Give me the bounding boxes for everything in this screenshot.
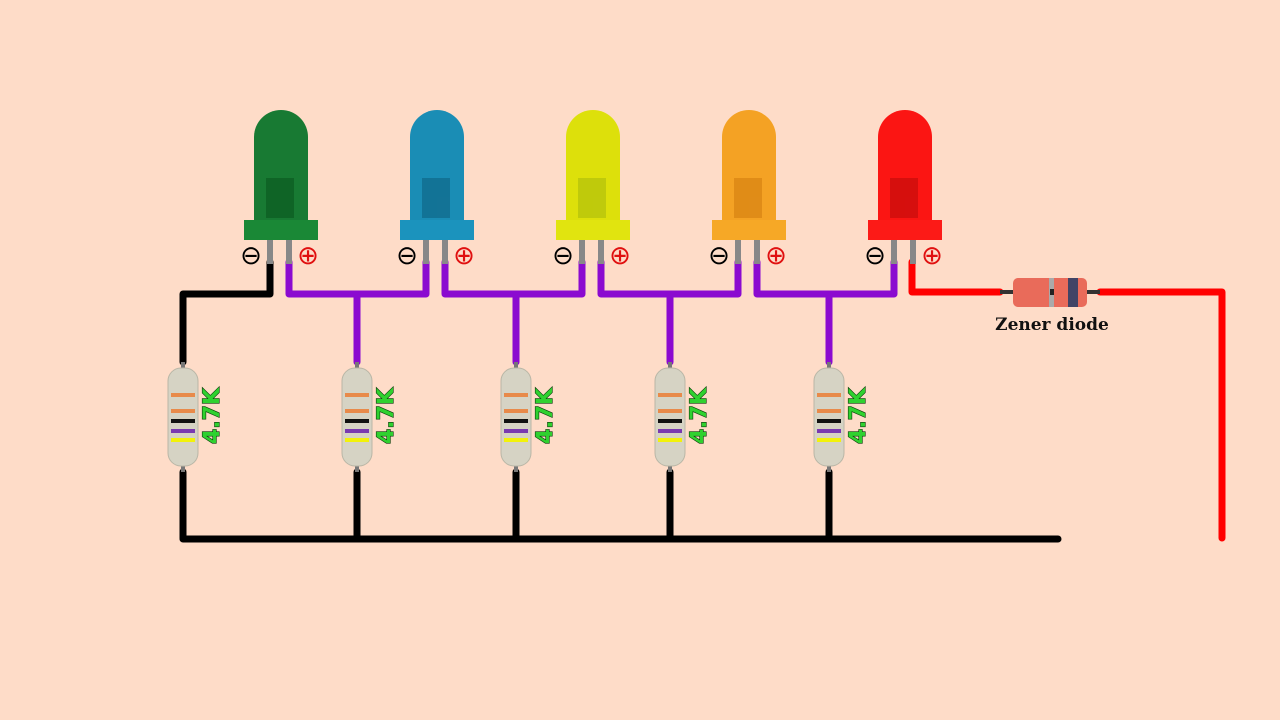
positive-terminal-icon: ⊕ — [453, 241, 475, 271]
color-band — [817, 393, 841, 397]
color-band — [658, 419, 682, 423]
zener-diode-label: Zener diode — [995, 315, 1109, 335]
color-band — [345, 393, 369, 397]
resistor-4: 4.7K — [654, 362, 713, 472]
zener-diode: Zener diode — [995, 278, 1109, 335]
red-wire-right — [1096, 288, 1226, 542]
color-band — [504, 438, 528, 442]
led-flange — [556, 220, 630, 240]
color-band — [171, 438, 195, 442]
led-anode-leg — [598, 238, 604, 264]
negative-terminal-icon: ⊖ — [708, 241, 730, 271]
ground-wire-led1 — [179, 258, 274, 366]
red-wire-left — [908, 258, 1004, 296]
positive-terminal-icon: ⊕ — [297, 241, 319, 271]
resistor-value-label: 4.7K — [374, 387, 399, 444]
led-cathode-leg — [579, 238, 585, 264]
color-band — [504, 393, 528, 397]
color-band — [658, 393, 682, 397]
led-cathode-leg — [423, 238, 429, 264]
led-cathode-leg — [891, 238, 897, 264]
positive-terminal-icon: ⊕ — [609, 241, 631, 271]
color-band — [345, 438, 369, 442]
color-band — [171, 409, 195, 413]
color-band — [171, 419, 195, 423]
color-band — [658, 438, 682, 442]
color-band — [504, 409, 528, 413]
led-red: ⊖⊕ — [864, 110, 943, 271]
resistor-1: 4.7K — [167, 362, 226, 472]
resistor-value-label: 4.7K — [687, 387, 712, 444]
led-anode-leg — [754, 238, 760, 264]
led-flange — [244, 220, 318, 240]
resistor-2: 4.7K — [341, 362, 400, 472]
resistor-value-label: 4.7K — [200, 387, 225, 444]
color-band — [171, 429, 195, 433]
negative-terminal-icon: ⊖ — [864, 241, 886, 271]
led-orange: ⊖⊕ — [708, 110, 787, 271]
led-flange — [400, 220, 474, 240]
color-band — [504, 419, 528, 423]
led-anode-leg — [286, 238, 292, 264]
color-band — [817, 419, 841, 423]
positive-terminal-icon: ⊕ — [765, 241, 787, 271]
negative-terminal-icon: ⊖ — [396, 241, 418, 271]
led-yellow: ⊖⊕ — [552, 110, 631, 271]
led-cathode-leg — [735, 238, 741, 264]
resistor-value-label: 4.7K — [533, 387, 558, 444]
negative-terminal-icon: ⊖ — [552, 241, 574, 271]
color-band — [817, 438, 841, 442]
negative-terminal-icon: ⊖ — [240, 241, 262, 271]
color-band — [504, 429, 528, 433]
resistor-3: 4.7K — [500, 362, 559, 472]
led-flange — [712, 220, 786, 240]
resistor-5: 4.7K — [813, 362, 872, 472]
color-band — [345, 419, 369, 423]
positive-terminal-icon: ⊕ — [921, 241, 943, 271]
resistor-value-label: 4.7K — [846, 387, 871, 444]
led-cathode-leg — [267, 238, 273, 264]
led-anode-leg — [442, 238, 448, 264]
led-green: ⊖⊕ — [240, 110, 319, 271]
led-anode-leg — [910, 238, 916, 264]
color-band — [658, 429, 682, 433]
color-band — [658, 409, 682, 413]
led-blue: ⊖⊕ — [396, 110, 475, 271]
color-band — [345, 409, 369, 413]
color-band — [817, 409, 841, 413]
led-flange — [868, 220, 942, 240]
color-band — [345, 429, 369, 433]
wires — [179, 258, 1226, 543]
color-band — [171, 393, 195, 397]
color-band — [817, 429, 841, 433]
